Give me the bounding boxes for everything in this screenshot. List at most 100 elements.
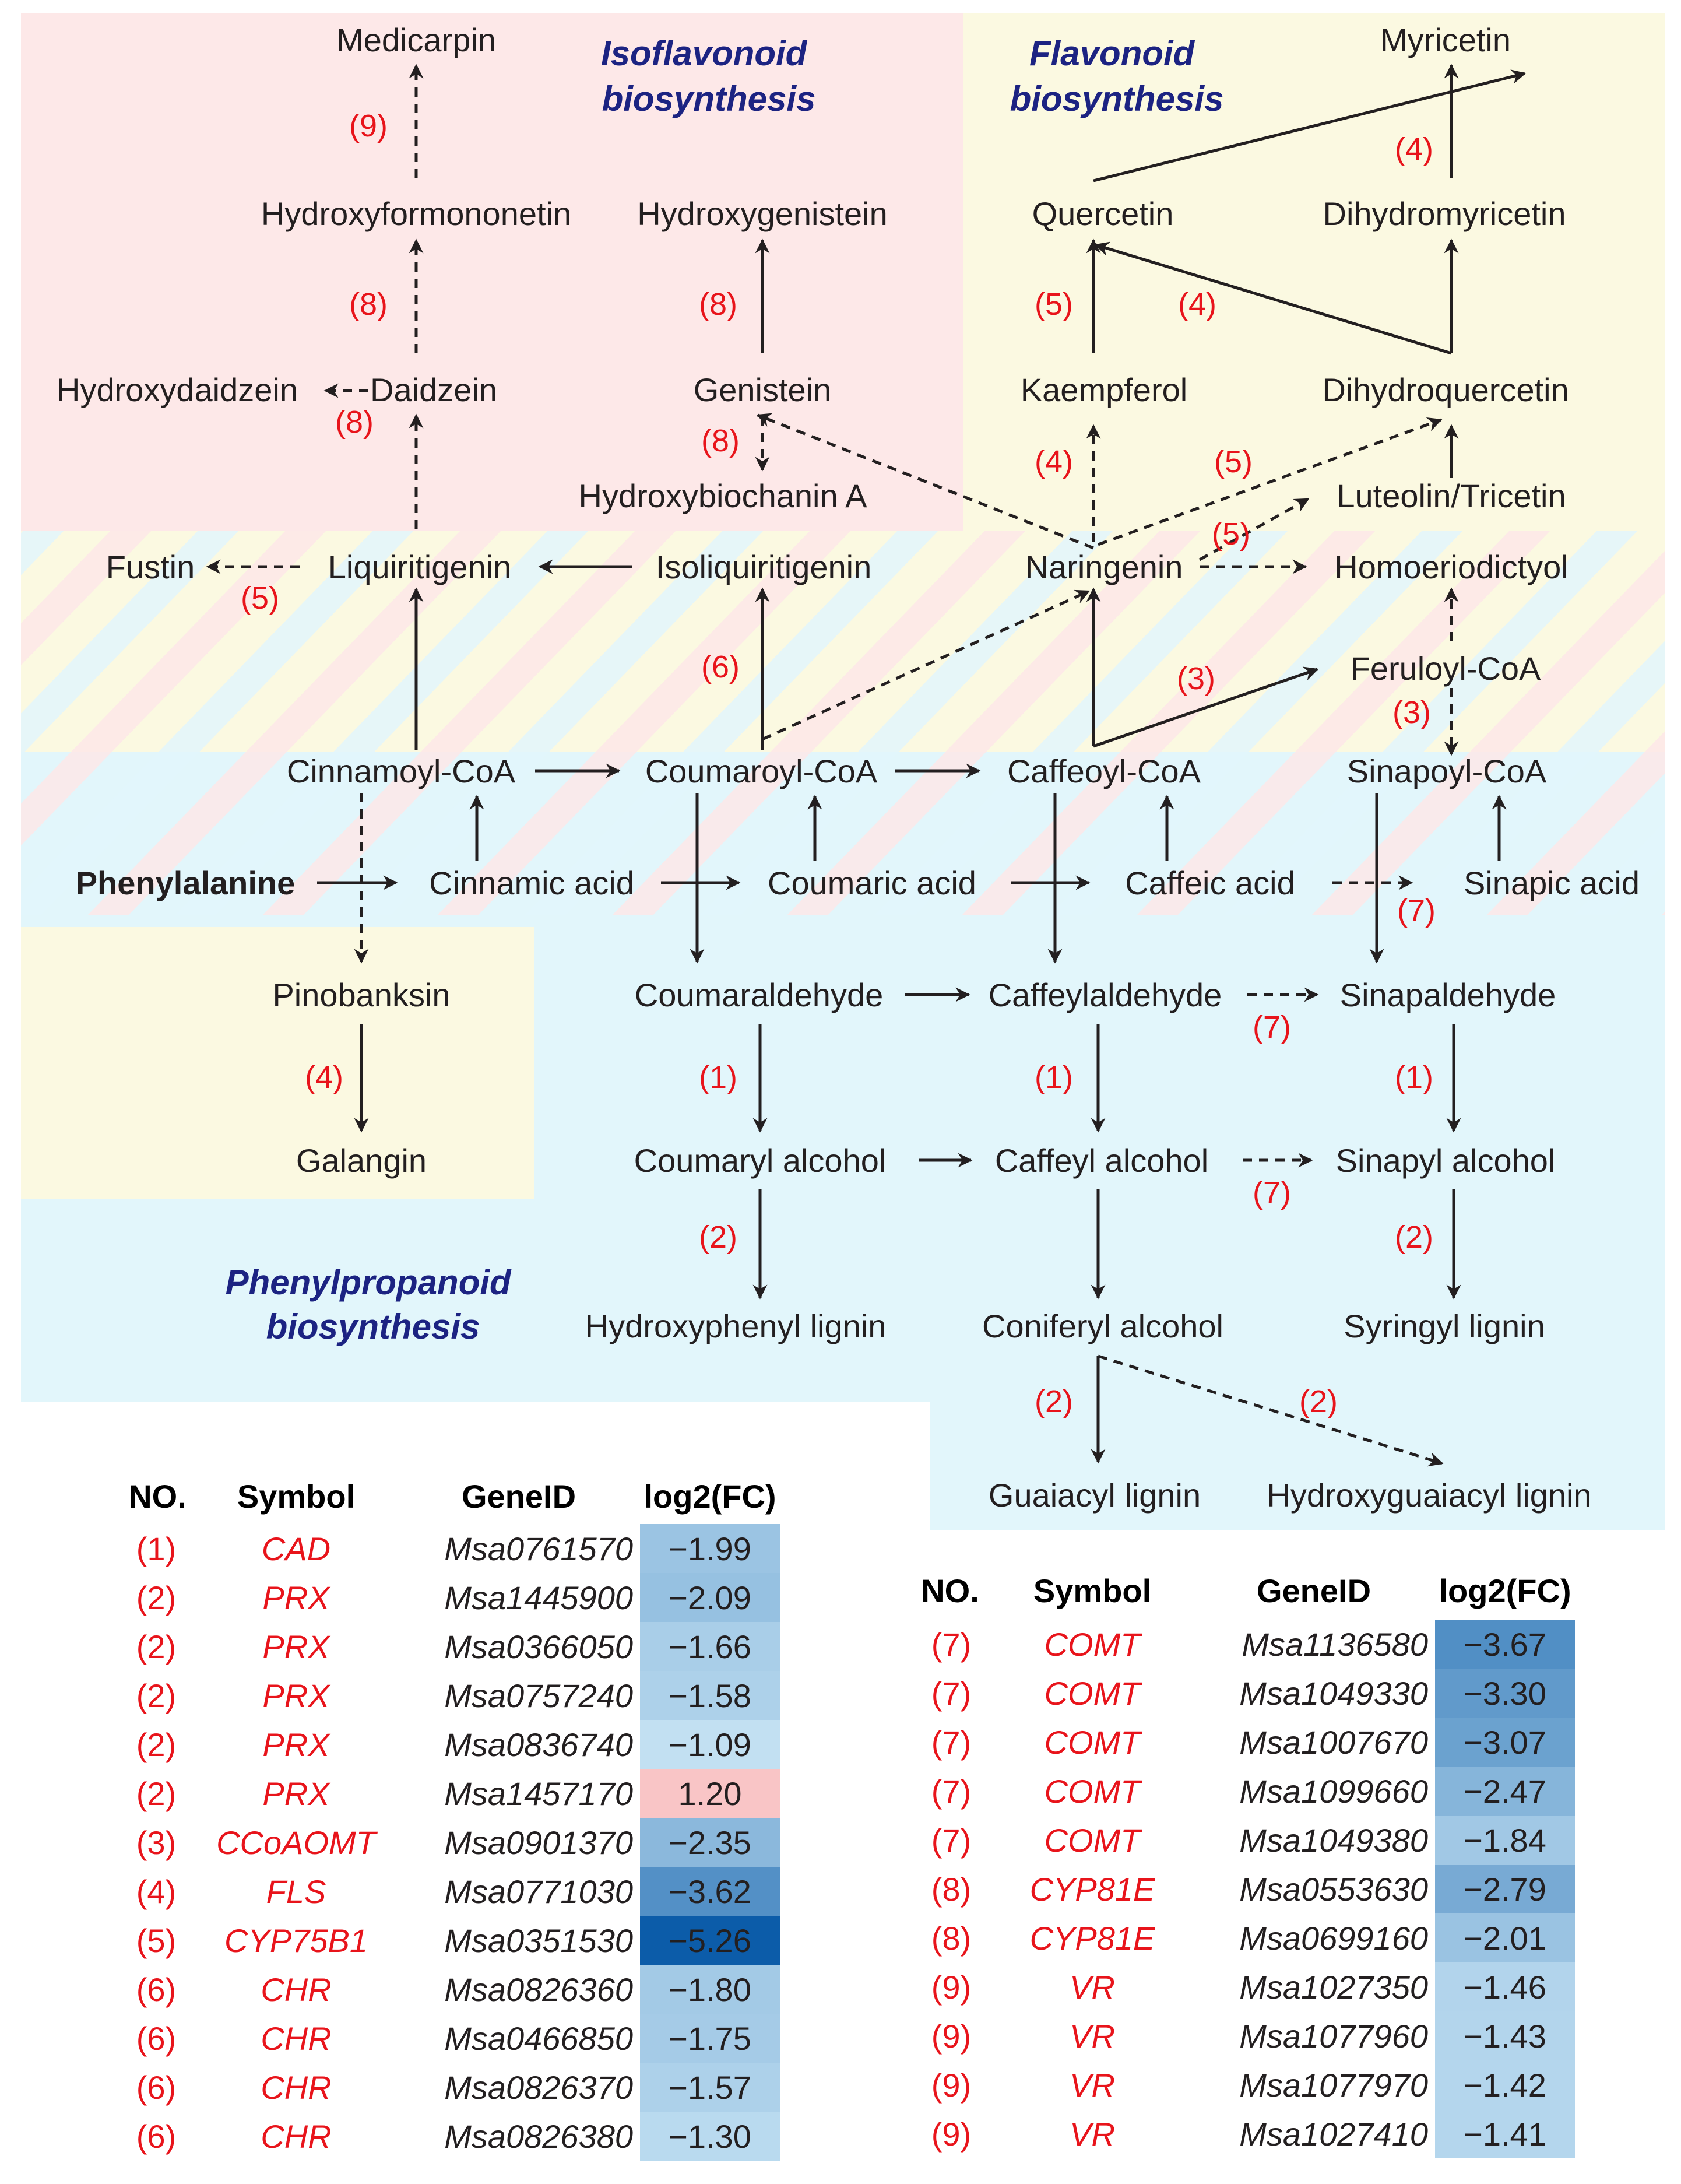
log2fc-value: 1.20 — [678, 1775, 742, 1812]
node-daidzein: Daidzein — [370, 371, 497, 408]
stripe — [1049, 531, 1463, 915]
row-number: (2) — [136, 1775, 176, 1812]
gene-symbol: PRX — [262, 1677, 331, 1714]
fc-cell — [1435, 1913, 1575, 1962]
row-number: (2) — [136, 1677, 176, 1714]
node-luteolin-tricetin: Luteolin/Tricetin — [1337, 477, 1566, 514]
stripe — [437, 531, 851, 915]
fc-cell — [1435, 1962, 1575, 2011]
gene-symbol: PRX — [262, 1628, 331, 1665]
log2fc-value: −1.80 — [669, 1971, 751, 2008]
step-label: (6) — [701, 649, 740, 684]
gene-id: Msa0553630 — [1239, 1871, 1428, 1908]
node-coumaraldehyde: Coumaraldehyde — [635, 977, 883, 1013]
arrow — [761, 589, 1091, 741]
gene-symbol: CHR — [261, 2020, 331, 2057]
node-sinapoyl-coa: Sinapoyl-CoA — [1347, 753, 1547, 789]
node-hydroxyguaiacyl-lignin: Hydroxyguaiacyl lignin — [1267, 1477, 1591, 1514]
gene-symbol: CYP75B1 — [224, 1922, 368, 1959]
step-label: (4) — [305, 1060, 343, 1095]
row-number: (6) — [136, 2020, 176, 2057]
log2fc-value: −1.99 — [669, 1530, 751, 1567]
log2fc-value: −3.30 — [1464, 1675, 1546, 1712]
gene-symbol: COMT — [1045, 1724, 1143, 1761]
fc-cell — [640, 2063, 780, 2112]
step-label: (8) — [349, 287, 388, 322]
log2fc-value: −3.62 — [669, 1873, 751, 1910]
node-dihydromyricetin: Dihydromyricetin — [1323, 195, 1566, 232]
gene-symbol: COMT — [1045, 1773, 1143, 1810]
gene-id: Msa0771030 — [444, 1873, 633, 1910]
arrow — [1198, 497, 1310, 561]
row-number: (4) — [136, 1873, 176, 1910]
step-label: (2) — [1035, 1384, 1073, 1419]
row-number: (7) — [931, 1626, 971, 1663]
node-myricetin: Myricetin — [1380, 22, 1511, 58]
gene-symbol: PRX — [262, 1775, 331, 1812]
gene-id: Msa1457170 — [444, 1775, 633, 1812]
gene-id: Msa0761570 — [444, 1530, 633, 1567]
node-caffeylaldehyde: Caffeylaldehyde — [989, 977, 1222, 1013]
step-label: (2) — [699, 1220, 737, 1255]
log2fc-value: −2.79 — [1464, 1871, 1546, 1908]
step-label: (5) — [1212, 517, 1250, 552]
step-label: (4) — [1178, 287, 1216, 322]
table-row: (2) PRX Msa1457170 1.20 — [136, 1769, 780, 1818]
step-label: (8) — [701, 423, 740, 458]
step-label: (1) — [1395, 1060, 1433, 1095]
gene-symbol: CHR — [261, 2118, 331, 2155]
fc-cell — [640, 1818, 780, 1867]
stripe — [21, 531, 64, 575]
log2fc-value: −1.57 — [669, 2069, 751, 2106]
pathway-arrows — [206, 64, 1527, 1467]
gene-symbol: CHR — [261, 1971, 331, 2008]
row-number: (9) — [931, 1969, 971, 2006]
gene-symbol: VR — [1070, 1969, 1115, 2006]
node-sinapic-acid: Sinapic acid — [1464, 865, 1640, 901]
gene-id: Msa1007670 — [1239, 1724, 1428, 1761]
fc-cell — [640, 1524, 780, 1573]
arrow — [756, 413, 1094, 550]
row-number: (6) — [136, 1971, 176, 2008]
log2fc-value: −1.58 — [669, 1677, 751, 1714]
node-coumaryl-alcohol: Coumaryl alcohol — [634, 1142, 887, 1179]
node-genistein: Genistein — [694, 371, 832, 408]
row-number: (6) — [136, 2118, 176, 2155]
log2fc-value: −2.35 — [669, 1824, 751, 1861]
row-number: (5) — [136, 1922, 176, 1959]
node-fustin: Fustin — [106, 549, 195, 585]
gene-id: Msa0466850 — [444, 2020, 633, 2057]
gene-symbol: FLS — [266, 1873, 326, 1910]
gene-id: Msa0366050 — [444, 1628, 633, 1665]
row-number: (7) — [931, 1675, 971, 1712]
node-medicarpin: Medicarpin — [336, 22, 496, 58]
node-hydroxygenistein: Hydroxygenistein — [637, 195, 888, 232]
fc-cell — [640, 1573, 780, 1622]
gene-symbol: CYP81E — [1030, 1920, 1155, 1957]
gene-id: Msa0699160 — [1239, 1920, 1428, 1957]
gene-symbol: COMT — [1045, 1822, 1143, 1859]
stripe — [21, 531, 414, 915]
node-dihydroquercetin: Dihydroquercetin — [1322, 371, 1569, 408]
fc-cell — [1435, 1865, 1575, 1913]
stripe — [612, 531, 1026, 915]
node-hydroxyformononetin: Hydroxyformononetin — [261, 195, 571, 232]
header-log2fc: log2(FC) — [643, 1478, 776, 1515]
gene-symbol: VR — [1070, 2067, 1115, 2104]
gene-symbol: PRX — [262, 1726, 331, 1763]
header-no: NO. — [921, 1572, 979, 1609]
log2fc-value: −2.09 — [669, 1579, 751, 1616]
row-number: (8) — [931, 1871, 971, 1908]
log2fc-value: −1.46 — [1464, 1969, 1546, 2006]
node-coumaroyl-coa: Coumaroyl-CoA — [645, 753, 878, 789]
node-cinnamic-acid: Cinnamic acid — [429, 865, 634, 901]
step-label: (8) — [699, 287, 737, 322]
fc-cell — [640, 1622, 780, 1671]
